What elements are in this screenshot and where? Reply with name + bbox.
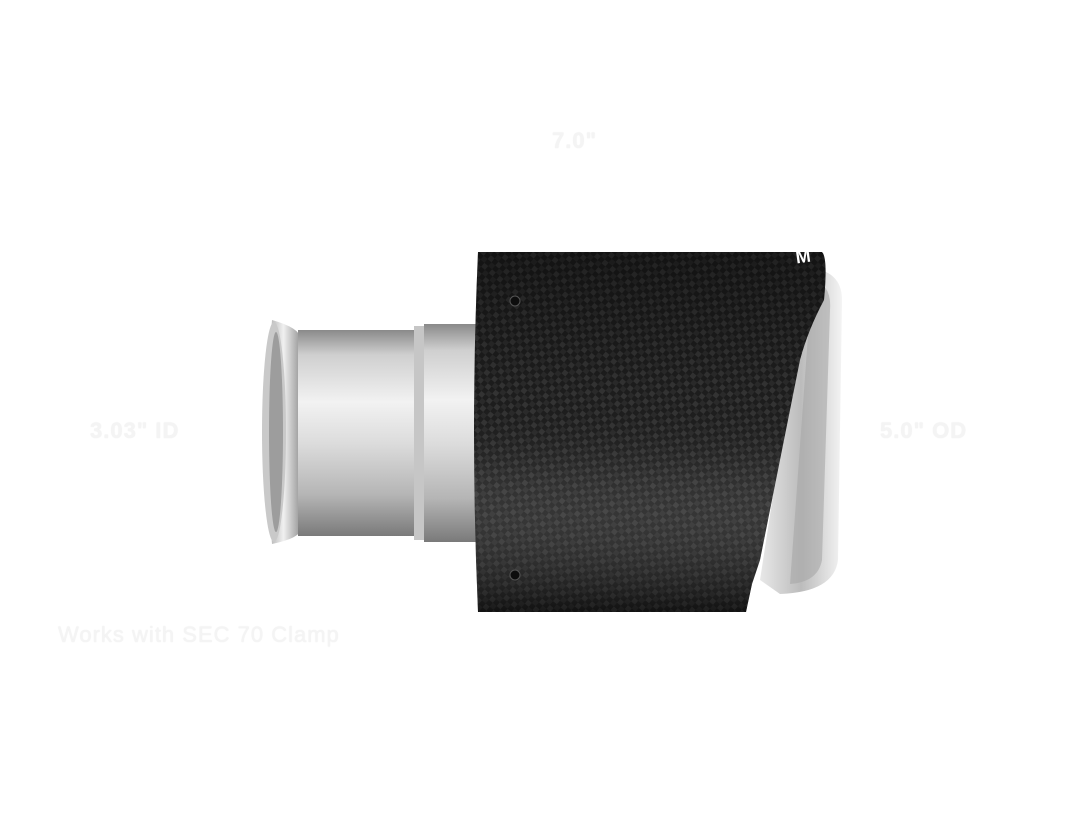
clamp-compatibility-label: Works with SEC 70 Clamp [58, 622, 340, 647]
pipe-ring [414, 326, 426, 540]
rivet-top [509, 295, 521, 307]
brand-mark: M [794, 245, 812, 268]
inlet-pipe [298, 330, 420, 536]
inlet-diameter-label: 3.03" ID [90, 418, 180, 443]
outlet-diameter-label: 5.0" OD [880, 418, 968, 443]
rivet-bottom [509, 569, 521, 581]
length-label: 7.0" [552, 128, 598, 153]
